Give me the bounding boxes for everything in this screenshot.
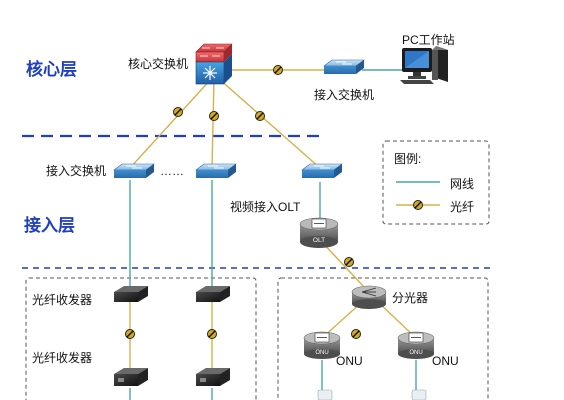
onu-left-device-text: ONU <box>315 350 328 356</box>
onu-right-icon <box>397 331 435 359</box>
olt-device-icon <box>299 217 339 248</box>
ethernet-links <box>129 69 417 400</box>
access-switch-icon-top <box>323 59 365 74</box>
core-switch-icon <box>195 43 233 85</box>
transceiver-icon-1 <box>114 286 148 302</box>
transceiver-icon-4 <box>196 368 230 386</box>
transceiver-label-2: 光纤收发器 <box>32 351 93 365</box>
pon-group-box <box>277 277 489 400</box>
access-switch-icon-middle <box>195 163 237 178</box>
legend-title: 图例: <box>394 152 422 166</box>
access-layer-title: 接入层 <box>24 216 75 235</box>
camera-icon-right <box>411 389 427 400</box>
onu-left-label: ONU <box>336 354 363 368</box>
transceiver-group-box <box>25 277 257 400</box>
core-layer-title: 核心层 <box>26 60 77 79</box>
access-switch-top-label: 接入交换机 <box>314 88 375 102</box>
core-switch-label: 核心交换机 <box>128 57 189 71</box>
olt-device-text: OLT <box>313 237 325 244</box>
video-olt-label: 视频接入OLT <box>230 200 301 214</box>
transceiver-icon-2 <box>196 286 230 302</box>
legend-ethernet-label: 网线 <box>450 177 475 191</box>
onu-right-label: ONU <box>432 354 459 368</box>
camera-icon-left <box>317 389 333 400</box>
access-switch-icon-left <box>113 163 155 178</box>
legend-fiber-marker <box>413 200 423 210</box>
pc-workstation-label: PC工作站 <box>402 33 455 47</box>
splitter-label: 分光器 <box>392 291 429 305</box>
transceiver-label-1: 光纤收发器 <box>32 293 93 307</box>
fiber-links <box>129 69 417 370</box>
splitter-icon <box>351 285 387 309</box>
pc-workstation-icon <box>400 46 448 84</box>
onu-left-icon <box>303 331 341 359</box>
fiber-markers <box>125 65 361 339</box>
access-switch-left-label: 接入交换机 <box>46 164 107 178</box>
olt-switch-icon <box>301 163 343 178</box>
onu-right-device-text: ONU <box>409 350 422 356</box>
transceiver-icon-3 <box>114 368 148 386</box>
legend-fiber-label: 光纤 <box>450 200 475 214</box>
ellipsis-dots: …… <box>160 164 184 178</box>
